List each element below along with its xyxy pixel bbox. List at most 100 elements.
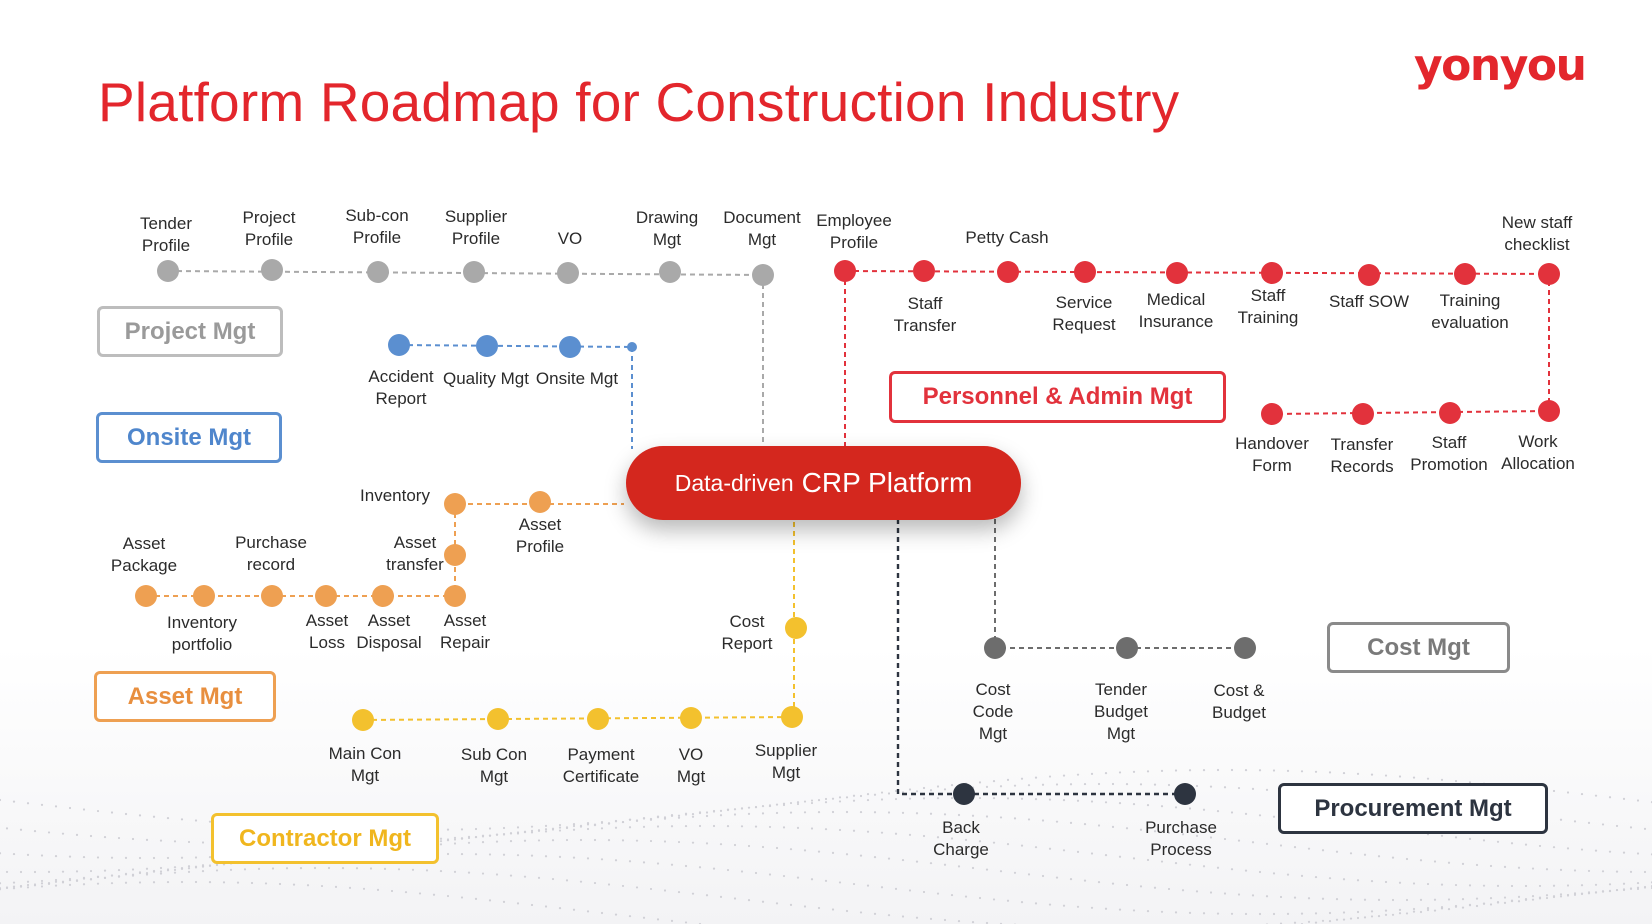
background-dot: [1034, 902, 1038, 905]
background-dot: [194, 865, 198, 868]
background-dot: [1363, 916, 1367, 919]
background-dot: [817, 799, 821, 802]
background-dot: [1384, 774, 1388, 777]
background-dot: [698, 811, 702, 814]
asset-node-label: Inventory portfolio: [167, 613, 237, 654]
background-dot: [1104, 771, 1108, 775]
background-dot: [1587, 821, 1591, 825]
background-dot: [1643, 827, 1647, 830]
background-dot: [460, 896, 464, 899]
background-dot: [684, 864, 688, 868]
background-dot: [600, 821, 604, 824]
background-dot: [950, 837, 954, 840]
background-dot: [831, 851, 835, 855]
background-dot: [0, 798, 2, 802]
background-dot: [1594, 849, 1598, 852]
background-dot: [1160, 805, 1164, 808]
background-dot: [68, 855, 72, 858]
background-dot: [705, 811, 709, 814]
background-dot: [1643, 870, 1647, 874]
background-dot: [145, 873, 149, 876]
background-dot: [1209, 891, 1213, 894]
background-dot: [621, 820, 625, 824]
background-dot: [1370, 880, 1374, 883]
cost-node-label: Cost & Budget: [1212, 681, 1266, 722]
background-dot: [110, 856, 114, 859]
background-dot: [747, 812, 751, 816]
background-dot: [460, 852, 464, 856]
background-dot: [12, 800, 16, 803]
background-dot: [481, 872, 485, 875]
background-dot: [1146, 910, 1150, 913]
background-dot: [0, 882, 2, 885]
background-dot: [12, 887, 16, 890]
background-dot: [1202, 808, 1206, 811]
procurement-node: [1174, 783, 1196, 805]
background-dot: [1419, 859, 1423, 862]
background-dot: [271, 867, 275, 870]
background-dot: [1447, 898, 1451, 901]
background-dot: [1461, 897, 1465, 901]
background-dot: [1307, 897, 1311, 900]
background-dot: [1125, 783, 1129, 786]
background-dot: [642, 817, 646, 820]
cost-node: [1116, 637, 1138, 659]
background-dot: [1062, 904, 1066, 907]
background-dot: [54, 805, 58, 808]
background-dot: [1286, 912, 1290, 915]
asset-node: [444, 544, 466, 566]
background-dot: [159, 870, 163, 873]
background-dot: [971, 814, 975, 817]
background-dot: [712, 809, 716, 813]
background-dot: [1181, 833, 1185, 836]
cost-node-label: Cost Code Mgt: [972, 680, 1014, 743]
background-dot: [215, 869, 219, 872]
background-dot: [446, 894, 450, 898]
background-dot: [803, 849, 807, 852]
background-dot: [684, 824, 688, 828]
background-dot: [439, 869, 443, 873]
background-dot: [1328, 771, 1332, 774]
background-dot: [68, 883, 72, 886]
background-dot: [1587, 869, 1591, 873]
background-dot: [600, 858, 604, 861]
background-dot: [0, 888, 2, 891]
background-dot: [929, 789, 933, 792]
background-dot: [1090, 852, 1094, 855]
background-dot: [1237, 893, 1241, 896]
background-dot: [5, 827, 9, 830]
personnel-node: [1261, 262, 1283, 284]
background-dot: [1076, 850, 1080, 854]
background-dot: [1048, 847, 1052, 850]
background-dot: [40, 882, 44, 885]
background-dot: [572, 823, 576, 826]
background-dot: [131, 868, 135, 871]
background-dot: [670, 825, 674, 828]
background-dot: [208, 856, 212, 859]
background-dot: [894, 797, 898, 801]
background-dot: [1258, 769, 1262, 772]
background-dot: [201, 841, 205, 844]
background-dot: [1335, 898, 1339, 901]
background-dot: [26, 883, 30, 887]
procurement-node-label: Back Charge: [933, 818, 989, 859]
background-dot: [446, 828, 450, 831]
background-dot: [1524, 898, 1528, 901]
background-dot: [1237, 786, 1241, 790]
background-dot: [908, 797, 912, 800]
background-dot: [467, 841, 471, 844]
contractor-node-label: VO Mgt: [676, 745, 706, 786]
background-dot: [1405, 857, 1409, 861]
background-dot: [453, 838, 457, 841]
background-dot: [166, 880, 170, 884]
background-dot: [145, 867, 149, 870]
background-dot: [1398, 775, 1402, 778]
module-box-personnel: Personnel & Admin Mgt: [889, 371, 1226, 423]
background-dot: [922, 786, 926, 790]
background-dot: [586, 823, 590, 826]
background-dot: [502, 853, 506, 856]
background-dot: [229, 868, 233, 871]
background-dot: [1265, 788, 1269, 791]
background-dot: [1636, 887, 1640, 891]
